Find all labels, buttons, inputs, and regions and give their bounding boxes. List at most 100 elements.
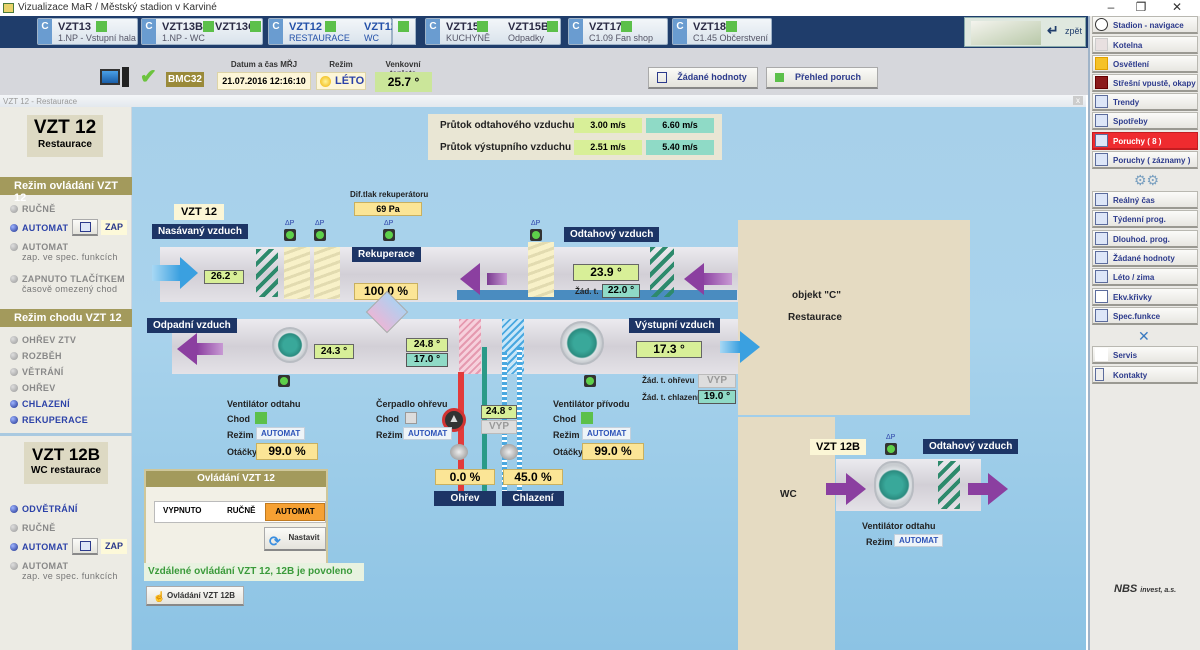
nav-stadium[interactable]: Stadion - navigace xyxy=(1092,16,1198,34)
subwindow-close-button[interactable]: x xyxy=(1073,96,1083,105)
option-off[interactable]: VYPNUTO xyxy=(163,506,202,515)
tab-location: C1.45 Občerstvení xyxy=(693,33,769,43)
cooling-label: Chlazení xyxy=(502,491,564,506)
unit2-radio-ventilation[interactable]: ODVĚTRÁNÍ xyxy=(0,504,78,514)
heating-supply-pipe xyxy=(458,372,464,492)
unit2-outlet-arrow-icon xyxy=(988,473,1008,505)
nav-curves[interactable]: Ekv.křivky xyxy=(1092,288,1198,306)
heat-setpoint-label: Žád. t. ohřevu xyxy=(642,376,695,385)
right-navigation: Stadion - navigace Kotelna Osvětlení Stř… xyxy=(1088,16,1200,650)
tab-vzt12[interactable]: C VZT12 VZT12B RESTAURACE WC xyxy=(268,18,405,45)
computer-tower-icon xyxy=(122,67,129,87)
nav-contacts[interactable]: Kontakty xyxy=(1092,366,1198,384)
heat-setpoint-value: VYP xyxy=(698,374,736,388)
fault-icon xyxy=(1095,153,1108,166)
nav-setpoints[interactable]: Žádané hodnoty xyxy=(1092,249,1198,267)
intake-temp: 26.2 ° xyxy=(204,270,244,284)
unit-subtitle: Restaurace xyxy=(38,139,92,150)
radio-label: AUTOMAT xyxy=(22,242,69,252)
supply-fan-mode-value: AUTOMAT xyxy=(582,427,632,440)
divider xyxy=(0,433,132,436)
tab-vzt13[interactable]: C VZT13 1.NP - Vstupní hala xyxy=(37,18,138,45)
nav-weekly[interactable]: Týdenní prog. xyxy=(1092,210,1198,228)
supply-fan-title: Ventilátor přívodu xyxy=(553,399,630,409)
waste-temp: 24.3 ° xyxy=(314,344,354,359)
nav-label: Kotelna xyxy=(1113,41,1143,50)
setpoints-button[interactable]: Žádané hodnoty xyxy=(648,67,758,89)
nav-longterm[interactable]: Dlouhod. prog. xyxy=(1092,230,1198,248)
nav-season[interactable]: Léto / zima xyxy=(1092,268,1198,286)
cooling-valve-value: 45.0 % xyxy=(503,469,563,485)
nav-service[interactable]: Servis xyxy=(1092,346,1198,364)
water-temp: 24.8 ° xyxy=(481,405,517,419)
nav-roof[interactable]: Střešní vpustě, okapy xyxy=(1092,74,1198,92)
logo-subtext: invest, a.s. xyxy=(1140,587,1177,594)
status-indicator xyxy=(621,21,632,32)
unit2-radio-automat[interactable]: AUTOMAT xyxy=(0,542,68,552)
recup-dp-sensor: ΔP xyxy=(383,220,395,241)
heating-label: Ohřev xyxy=(434,491,496,506)
nav-lighting[interactable]: Osvětlení xyxy=(1092,55,1198,73)
radio-label: AUTOMAT xyxy=(22,542,69,552)
nav-trends[interactable]: Trendy xyxy=(1092,93,1198,111)
run-mode-label: REKUPERACE xyxy=(22,415,89,425)
flow-value: 2.51 m/s xyxy=(574,140,642,155)
nav-special[interactable]: Spec.funkce xyxy=(1092,307,1198,325)
tab-location: C1.09 Fan shop xyxy=(589,33,654,43)
window-titlebar: Vizualizace MaR / Městský stadion v Karv… xyxy=(0,0,1200,16)
minimize-button[interactable]: – xyxy=(1107,0,1115,14)
radio-automat[interactable]: AUTOMAT xyxy=(0,223,68,233)
tab-location: RESTAURACE xyxy=(289,33,350,43)
radio-sublabel: časově omezený chod xyxy=(22,284,118,294)
radio-manual[interactable]: RUČNĚ xyxy=(0,204,56,214)
fault-overview-button[interactable]: Přehled poruch xyxy=(766,67,878,89)
exhaust-damper xyxy=(650,247,674,297)
run-mode-item: OHŘEV ZTV xyxy=(0,335,76,345)
nav-fault-log[interactable]: Poruchy ( záznamy ) xyxy=(1092,151,1198,169)
schedule-button[interactable] xyxy=(72,219,98,236)
dp-label: ΔP xyxy=(285,220,295,227)
tab-vzt17[interactable]: C VZT17 C1.09 Fan shop xyxy=(568,18,668,45)
option-manual[interactable]: RUČNĚ xyxy=(227,506,256,515)
apply-label: Nastavit xyxy=(288,533,320,542)
flow-label: Průtok odtahového vzduchu xyxy=(440,120,575,131)
option-automat-selected[interactable]: AUTOMAT xyxy=(265,503,325,521)
remote-control-status: Vzdálené ovládání VZT 12, 12B je povolen… xyxy=(144,563,364,581)
filter-2 xyxy=(314,247,340,299)
stadium-back-button[interactable]: ↵ zpět xyxy=(964,17,1086,47)
control-panel-title: Ovládání VZT 12 xyxy=(146,471,326,487)
run-mode-item: OHŘEV xyxy=(0,383,56,393)
nav-realtime[interactable]: Reálný čas xyxy=(1092,191,1198,209)
nav-consumption[interactable]: Spotřeby xyxy=(1092,112,1198,130)
maximize-button[interactable]: ❐ xyxy=(1135,0,1147,14)
season-mode: LÉTO xyxy=(316,72,366,90)
status-indicator xyxy=(96,21,107,32)
close-button[interactable]: ✕ xyxy=(1171,0,1183,14)
nav-label: Spec.funkce xyxy=(1113,312,1161,321)
nav-faults[interactable]: Poruchy ( 8 ) xyxy=(1092,132,1198,150)
tab-vzt15[interactable]: C VZT15 VZT15B KUCHYNĚ Odpadky xyxy=(425,18,561,45)
radio-label: AUTOMAT xyxy=(22,223,69,233)
dp-label: ΔP xyxy=(886,434,896,441)
nav-label: Spotřeby xyxy=(1113,117,1148,126)
radio-sublabel: zap. ve spec. funkcích xyxy=(22,571,118,581)
status-indicator xyxy=(325,21,336,32)
unit2-radio-manual[interactable]: RUČNĚ xyxy=(0,523,56,533)
status-indicator xyxy=(203,21,214,32)
tab-vzt13b[interactable]: C VZT13B VZT13C 1.NP - WC xyxy=(141,18,263,45)
nav-boiler[interactable]: Kotelna xyxy=(1092,36,1198,54)
tab-vzt12b-end[interactable] xyxy=(392,18,416,45)
tab-vzt18[interactable]: C VZT18 C1.45 Občerstvení xyxy=(672,18,772,45)
connection-ok-icon: ✔ xyxy=(140,66,157,88)
run-mode-label: OHŘEV xyxy=(22,383,56,393)
apply-button[interactable]: ⟳ Nastavit xyxy=(264,527,326,551)
unit2-schedule-button[interactable] xyxy=(72,538,98,555)
roof-icon xyxy=(1095,76,1108,89)
exhaust-fan-run-label: Chod xyxy=(227,414,250,424)
vzt12b-control-button[interactable]: ☝ Ovládání VZT 12B xyxy=(146,586,244,606)
cool-setpoint-label: Žád. t. chlazení xyxy=(642,393,700,402)
wc-label: WC xyxy=(780,489,797,500)
